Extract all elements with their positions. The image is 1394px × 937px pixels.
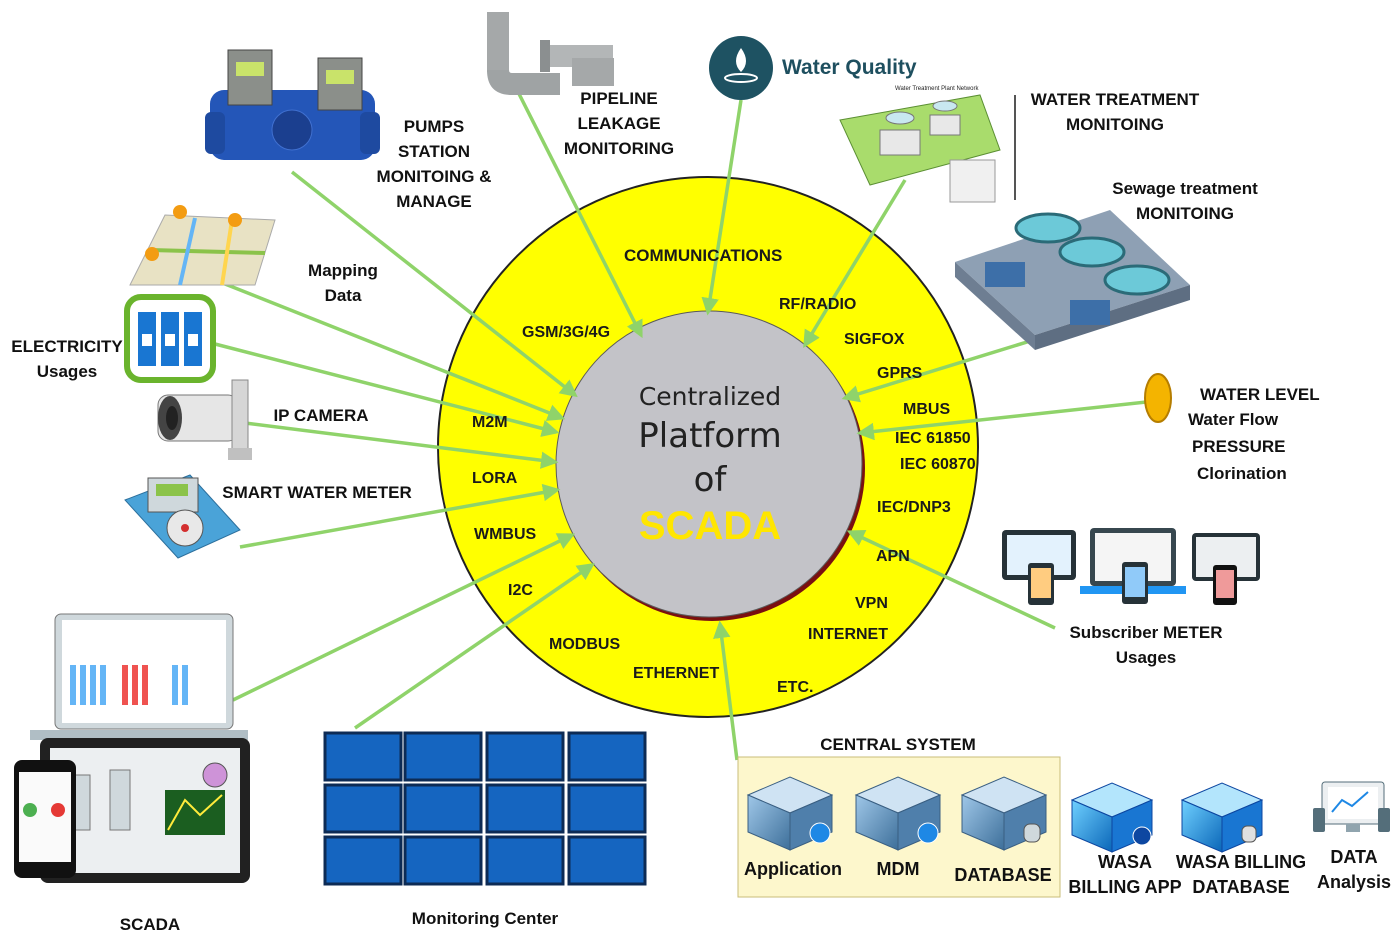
- protocol-label: IEC 60870: [900, 456, 976, 473]
- protocol-label: WMBUS: [474, 526, 537, 543]
- connector-water-treatment: [803, 179, 907, 348]
- protocol-label: ETHERNET: [633, 665, 720, 682]
- protocol-label: IEC 61850: [895, 430, 971, 447]
- protocol-label: VPN: [855, 595, 888, 612]
- smart-meter-label: SMART WATER METER: [222, 483, 412, 502]
- application-server-icon: [746, 776, 834, 851]
- central-system-title: CENTRAL SYSTEM: [820, 735, 976, 754]
- database-server-icon: [960, 776, 1048, 851]
- plant-caption: Water Treatment Plant Network: [895, 86, 979, 92]
- connector-sewage: [841, 336, 1041, 403]
- connector-lines: [214, 79, 1147, 761]
- electricity-meter-icon: [124, 294, 216, 383]
- connector-central-system: [713, 620, 739, 761]
- wasa-billing-app-server-icon: [1070, 782, 1154, 853]
- connector-monitoring-center: [354, 563, 595, 730]
- center-line-4: SCADA: [638, 504, 782, 548]
- water-sensor-icon: [1144, 373, 1172, 423]
- data-analysis-icon: [1313, 781, 1390, 832]
- database-label: DATABASE: [954, 865, 1052, 885]
- water-treatment-plant-icon: Water Treatment Plant Network: [839, 86, 1016, 203]
- protocol-label: RF/RADIO: [779, 296, 857, 313]
- scada-label: SCADA: [119, 915, 181, 934]
- mdm-server-icon: [854, 776, 942, 851]
- connector-sensors: [856, 400, 1147, 441]
- connector-mapping: [219, 280, 566, 421]
- protocol-label: APN: [876, 548, 910, 565]
- connector-water-quality: [701, 99, 743, 316]
- video-wall-icon: [323, 731, 647, 886]
- protocol-label: GPRS: [877, 365, 923, 382]
- ring-heading: COMMUNICATIONS: [624, 246, 783, 265]
- monitoring-center-label: Monitoring Center: [411, 909, 559, 928]
- protocol-label: LORA: [472, 470, 518, 487]
- mdm-label: MDM: [876, 859, 920, 879]
- pipeline-icon: [487, 12, 614, 95]
- pump-meter-icon: [205, 49, 380, 160]
- protocol-label: MODBUS: [549, 636, 621, 653]
- water-drop-icon: [709, 36, 773, 100]
- water-quality-label: Water Quality: [782, 56, 917, 79]
- smart-water-meter-icon: [124, 474, 241, 559]
- application-label: Application: [744, 859, 842, 879]
- connector-smart-meter: [239, 483, 561, 549]
- protocol-label: I2C: [508, 582, 533, 599]
- center-platform-title: Centralized Platform of SCADA: [555, 380, 865, 550]
- protocol-label: IEC/DNP3: [877, 499, 951, 516]
- ip-camera-icon: [157, 379, 252, 460]
- map-icon: [129, 205, 276, 286]
- sewage-plant-icon: [955, 210, 1190, 350]
- subscriber-devices-icon: [1002, 528, 1260, 605]
- connector-electricity: [214, 342, 560, 437]
- connector-ip-camera: [244, 421, 559, 469]
- connector-pipeline: [510, 79, 643, 339]
- connector-pumps: [290, 170, 578, 398]
- protocol-label: M2M: [472, 414, 508, 431]
- protocol-label: SIGFOX: [844, 331, 905, 348]
- scada-devices-icon: [14, 613, 250, 883]
- wasa-billing-db-server-icon: [1180, 782, 1264, 853]
- center-line-3: of: [693, 460, 727, 500]
- ip-camera-label: IP CAMERA: [273, 406, 369, 425]
- sensors-label: WATER LEVEL Water Flow PRESSURE Clorinat…: [1188, 385, 1320, 483]
- protocol-label: MBUS: [903, 401, 951, 418]
- protocol-label: GSM/3G/4G: [522, 324, 611, 341]
- connector-subscriber: [846, 530, 1056, 630]
- center-line-2: Platform: [638, 416, 782, 456]
- center-line-1: Centralized: [638, 382, 782, 411]
- connector-scada: [232, 533, 576, 702]
- protocol-label: INTERNET: [808, 626, 888, 643]
- protocol-label: ETC.: [777, 679, 814, 696]
